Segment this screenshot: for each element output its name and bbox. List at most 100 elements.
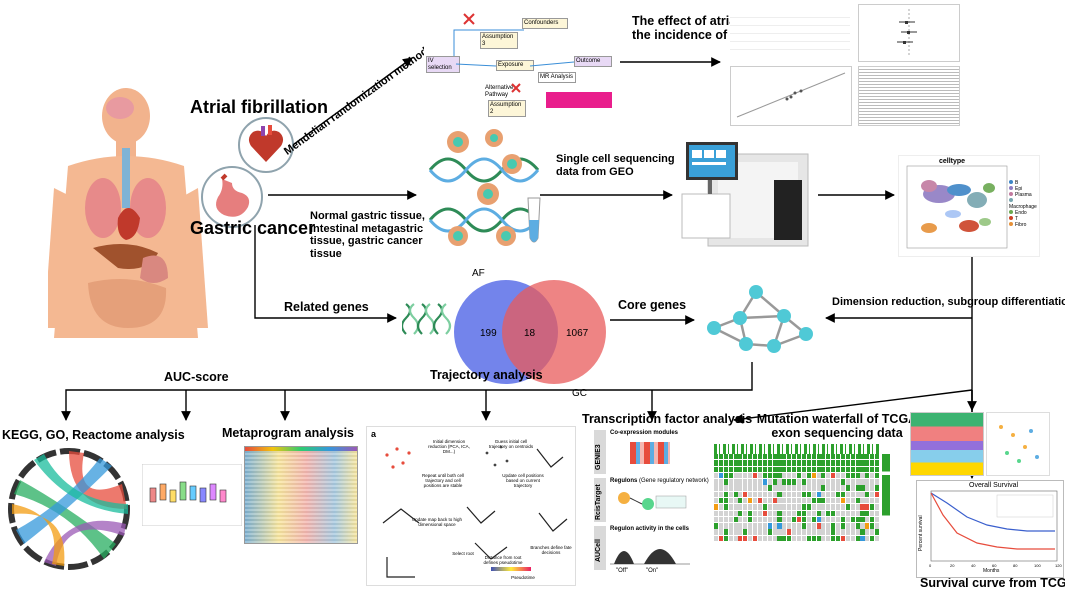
venn-label-gc: GC <box>572 388 587 398</box>
oncoprint-cell <box>733 460 738 466</box>
sequencer-machine <box>681 142 809 247</box>
oncoprint-cell <box>767 535 772 542</box>
trajectory-label: Trajectory analysis <box>430 368 543 382</box>
oncoprint-cell <box>855 460 860 466</box>
oncoprint-cell <box>865 460 870 466</box>
oncoprint-cell <box>733 479 738 485</box>
oncoprint-cell <box>772 460 777 466</box>
oncoprint-cell <box>845 485 850 491</box>
survival-x-tick: 80 <box>1013 563 1018 568</box>
oncoprint-cell <box>806 498 811 504</box>
oncoprint-cell <box>806 479 811 485</box>
oncoprint-cell <box>753 485 758 491</box>
oncoprint-cell <box>733 504 738 510</box>
trajectory-step: Repeat until both cell trajectory and ce… <box>421 473 465 488</box>
oncoprint-cell <box>792 529 797 535</box>
oncoprint-cell <box>816 454 821 460</box>
oncoprint-cell <box>757 510 763 517</box>
oncoprint-cell <box>733 491 738 498</box>
oncoprint-cell <box>816 535 821 542</box>
venn-diagram: AF GC 199 18 1067 <box>454 268 606 398</box>
oncoprint-cell <box>748 516 753 523</box>
oncoprint-cell <box>850 491 855 498</box>
oncoprint-cell <box>860 485 865 491</box>
oncoprint-cell <box>772 516 777 523</box>
oncoprint-cell <box>860 523 865 529</box>
oncoprint-cell <box>845 479 850 485</box>
oncoprint-cell <box>767 510 772 517</box>
oncoprint-cell <box>801 529 806 535</box>
oncoprint-cell <box>714 466 719 473</box>
trajectory-panel-letter: a <box>371 429 377 439</box>
oncoprint-cell <box>836 454 841 460</box>
oncoprint-cell <box>782 466 787 473</box>
oncoprint-cell <box>743 498 748 504</box>
oncoprint-cell <box>714 516 719 523</box>
oncoprint-cell <box>777 454 782 460</box>
oncoprint-cell <box>792 516 797 523</box>
oncoprint-cell <box>792 535 797 542</box>
oncoprint-cell <box>728 498 733 504</box>
chord-diagram <box>8 448 130 570</box>
oncoprint-cell <box>845 498 850 504</box>
oncoprint-cell <box>826 472 831 479</box>
oncoprint-cell <box>840 523 846 529</box>
oncoprint-cell <box>840 510 846 517</box>
oncoprint-cell <box>870 529 875 535</box>
oncoprint-cell <box>753 529 758 535</box>
oncoprint-cell <box>816 460 821 466</box>
oncoprint-cell <box>757 479 763 485</box>
core-genes-label: Core genes <box>618 298 687 312</box>
oncoprint-cell <box>836 472 841 479</box>
oncoprint-cell <box>855 466 860 473</box>
oncoprint-cell <box>855 504 860 510</box>
oncoprint-cell <box>733 485 738 491</box>
kegg-label: KEGG, GO, Reactome analysis <box>2 428 185 442</box>
oncoprint-cell <box>811 460 816 466</box>
oncoprint-cell <box>860 460 865 466</box>
tf-on-label: "On" <box>646 568 659 574</box>
oncoprint-cell <box>757 491 763 498</box>
oncoprint-cell <box>723 535 728 542</box>
survival-label: Survival curve from TCGA <box>920 576 1065 590</box>
oncoprint-cell <box>767 529 772 535</box>
oncoprint-cell <box>723 479 728 485</box>
oncoprint-cell <box>806 529 811 535</box>
oncoprint-cell <box>840 472 846 479</box>
oncoprint-cell <box>714 454 719 460</box>
oncoprint-cell <box>855 523 860 529</box>
oncoprint-cell <box>801 460 806 466</box>
oncoprint-cell <box>728 516 733 523</box>
oncoprint-cell <box>840 485 846 491</box>
auc-score-label: AUC-score <box>164 370 229 384</box>
oncoprint-cell <box>718 466 723 473</box>
oncoprint-cell <box>723 510 728 517</box>
oncoprint-cell <box>845 510 850 517</box>
oncoprint-cell <box>723 516 728 523</box>
oncoprint-cell <box>836 485 841 491</box>
oncoprint-cell <box>748 472 753 479</box>
oncoprint-cell <box>748 454 753 460</box>
oncoprint-cell <box>840 498 846 504</box>
oncoprint-cell <box>865 498 870 504</box>
oncoprint-cell <box>728 510 733 517</box>
oncoprint-cell <box>831 485 836 491</box>
oncoprint-cell <box>826 479 831 485</box>
oncoprint-cell <box>743 516 748 523</box>
oncoprint-cell <box>836 491 841 498</box>
oncoprint-cell <box>753 491 758 498</box>
oncoprint-cell <box>821 504 826 510</box>
oncoprint-cell <box>875 504 880 510</box>
oncoprint-cell <box>855 516 860 523</box>
oncoprint-cell <box>797 479 802 485</box>
oncoprint-cell <box>782 529 787 535</box>
oncoprint-cell <box>738 491 743 498</box>
oncoprint-cell <box>816 498 821 504</box>
mutation-label: Mutation waterfall of TCGA exon sequenci… <box>756 412 918 441</box>
oncoprint-cell <box>860 454 865 460</box>
oncoprint-cell <box>836 535 841 542</box>
oncoprint-cell <box>733 535 738 542</box>
oncoprint-cell <box>782 510 787 517</box>
oncoprint-cell <box>801 498 806 504</box>
oncoprint-cell <box>797 516 802 523</box>
